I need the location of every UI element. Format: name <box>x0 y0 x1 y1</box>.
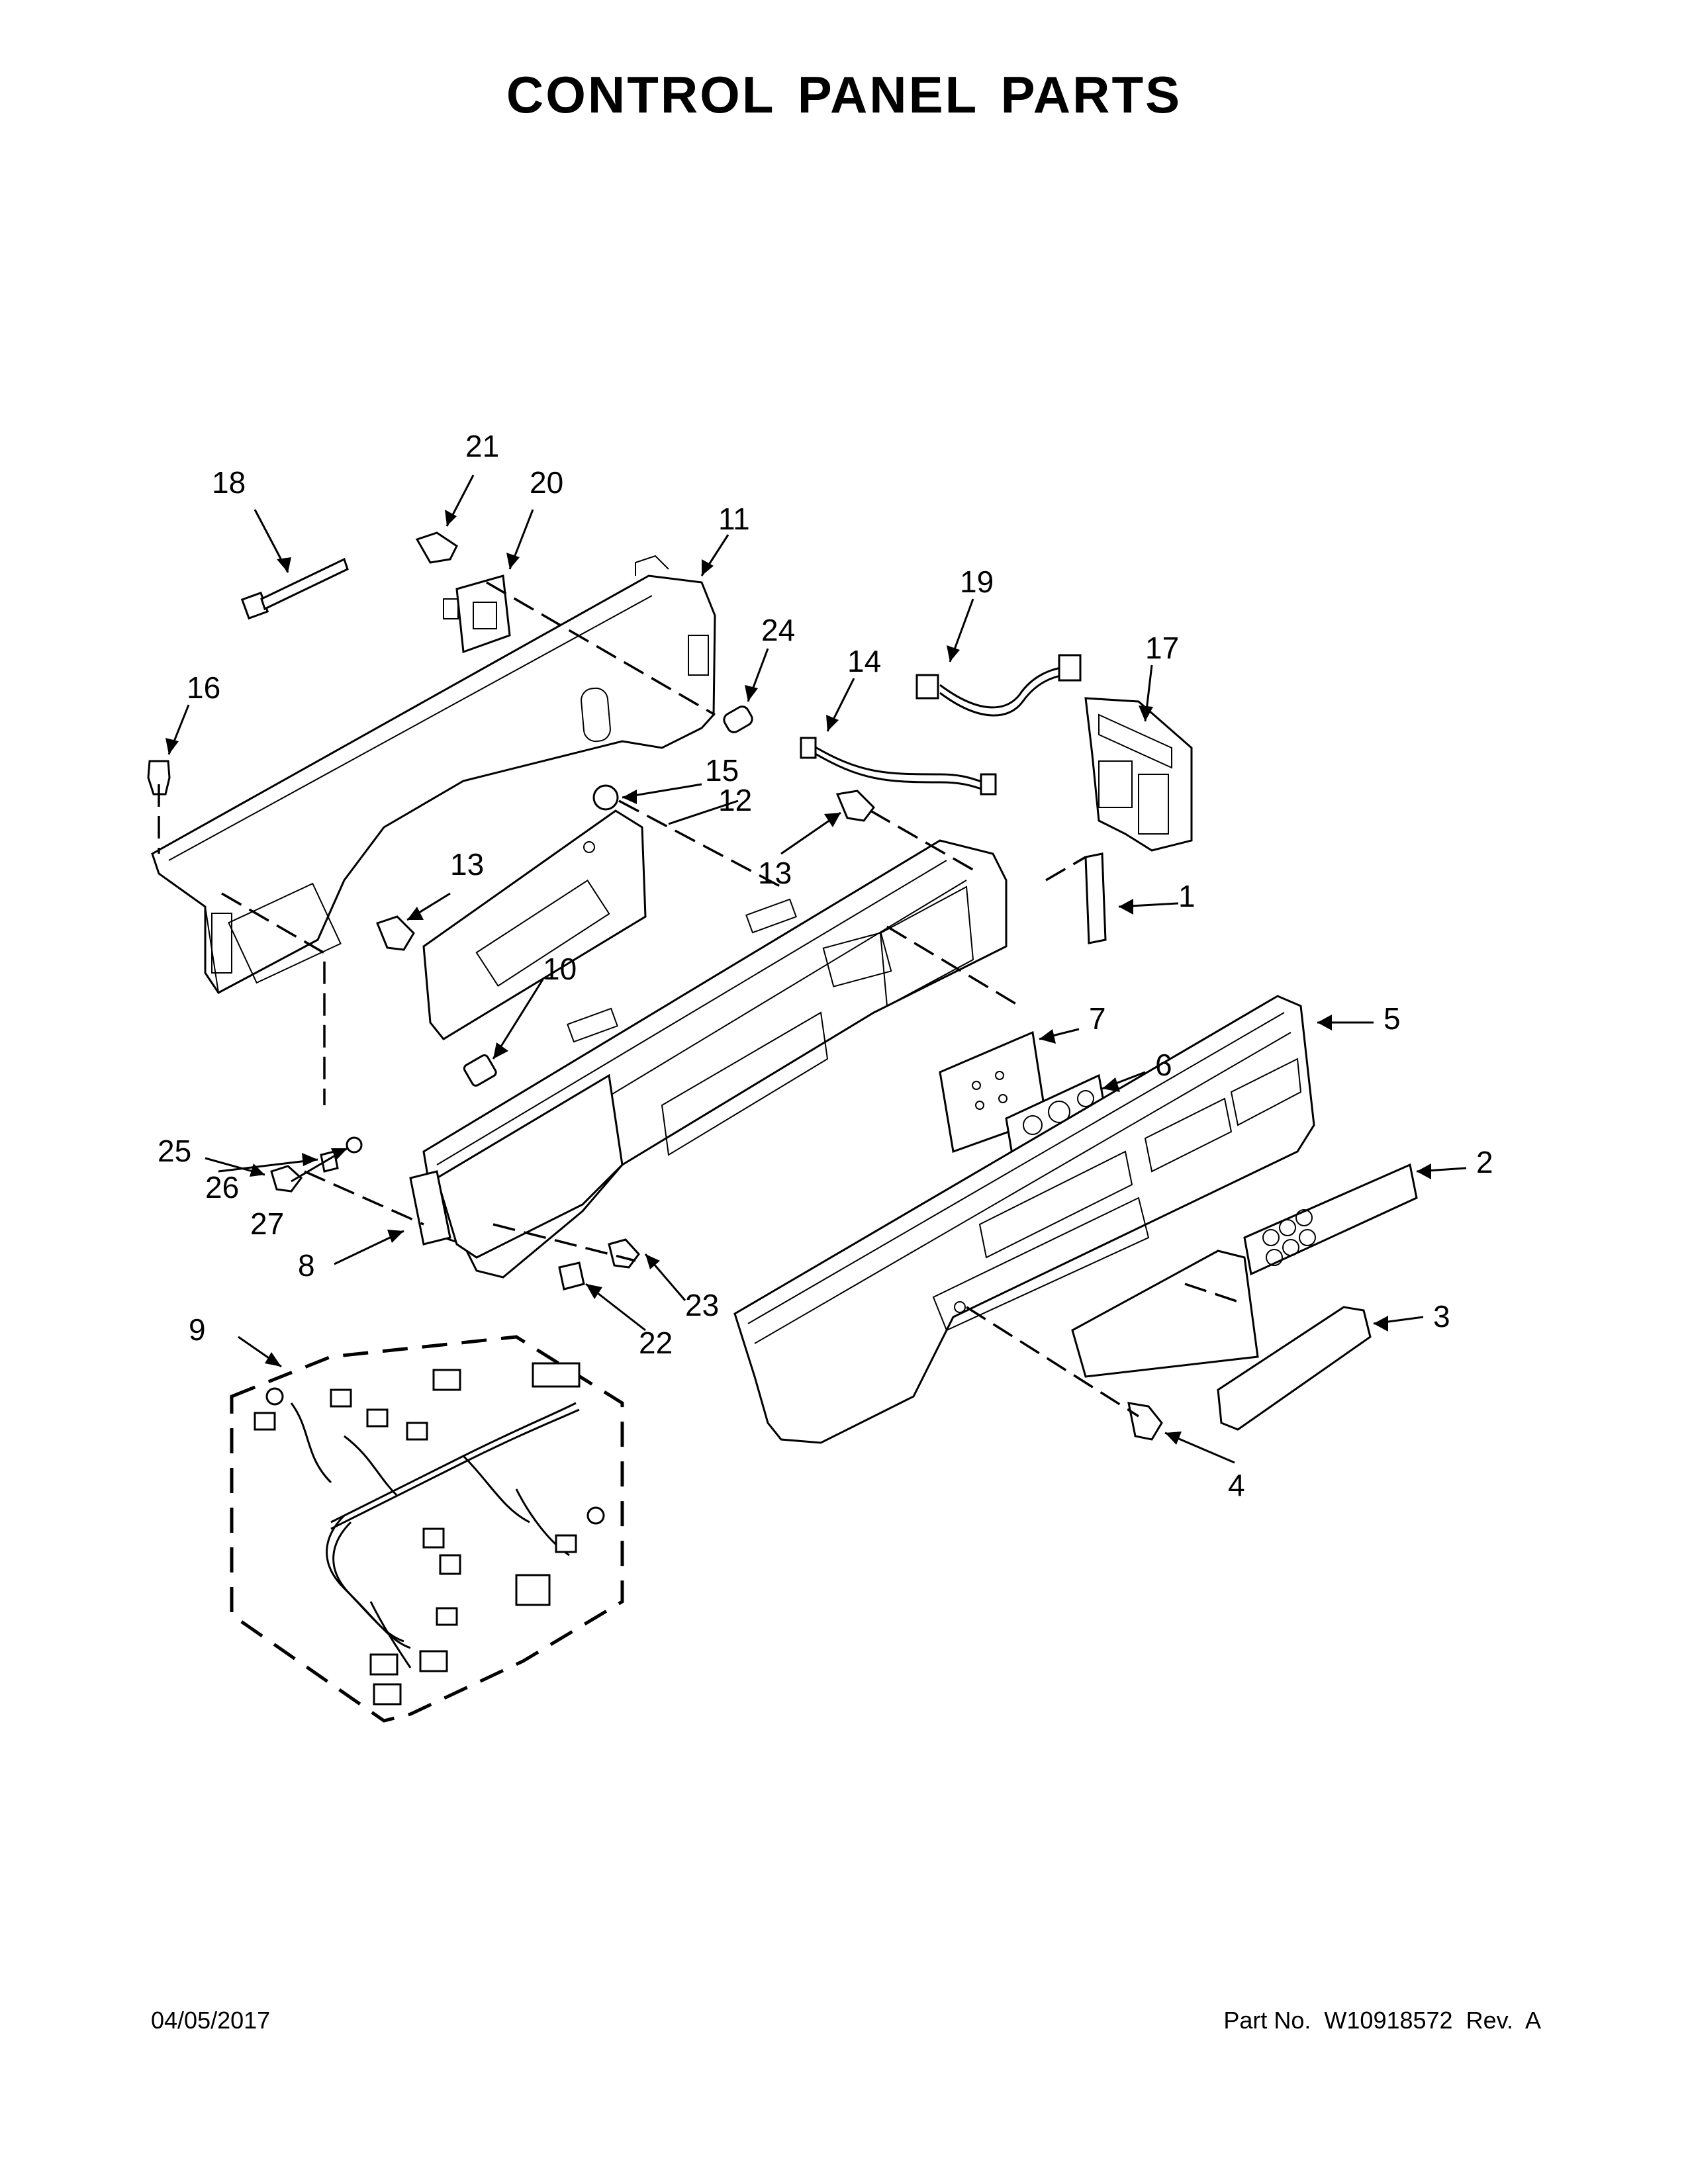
part-17-module <box>1084 697 1193 852</box>
callout-17: 17 <box>1145 631 1179 665</box>
callout-19: 19 <box>960 565 994 599</box>
callout-arrowheads <box>165 510 1431 1445</box>
part-23-screw <box>608 1238 640 1269</box>
callout-3: 3 <box>1433 1299 1450 1334</box>
callout-11: 11 <box>718 502 750 536</box>
callout-26: 26 <box>205 1170 239 1205</box>
part-no-label: Part No. <box>1223 2007 1311 2034</box>
callout-2: 2 <box>1476 1145 1493 1179</box>
callout-27: 27 <box>250 1206 284 1241</box>
rev-value: A <box>1524 2007 1541 2034</box>
callout-21: 21 <box>465 429 499 463</box>
part-22-clip <box>558 1261 585 1291</box>
callout-8: 8 <box>298 1248 315 1283</box>
part-9-wiring-harness <box>230 1335 624 1723</box>
footer-part-number: Part No. W10918572 Rev. A <box>1223 2007 1541 2034</box>
callout-13-left: 13 <box>450 847 484 882</box>
callout-25: 25 <box>158 1134 191 1168</box>
part-18-cable-tie <box>240 557 349 620</box>
callout-labels: 1 2 3 4 5 6 7 8 9 10 11 12 13 13 14 15 1… <box>158 429 1493 1502</box>
part-16-screw <box>147 760 171 796</box>
part-11-rear-bracket <box>151 555 716 994</box>
callout-9: 9 <box>189 1312 206 1347</box>
part-8-console <box>409 839 1008 1279</box>
part-19-harness <box>915 654 1082 717</box>
callout-23: 23 <box>685 1288 719 1322</box>
part-25-screw <box>270 1165 303 1193</box>
page-title: CONTROL PANEL PARTS <box>506 66 1182 124</box>
part-14-harness <box>800 737 997 796</box>
callout-24: 24 <box>761 613 795 647</box>
part-5-front-trim <box>733 995 1315 1444</box>
part-12-board <box>422 809 647 1040</box>
part-13-screw-right <box>835 790 875 822</box>
part-no-value: W10918572 <box>1324 2007 1453 2034</box>
part-20-connector <box>443 574 511 654</box>
callout-16: 16 <box>187 670 220 705</box>
callout-5: 5 <box>1383 1001 1401 1036</box>
callout-18: 18 <box>212 465 246 500</box>
callout-1: 1 <box>1178 879 1196 913</box>
assembly-dash-lines <box>158 581 1245 1418</box>
callout-13-right: 13 <box>758 856 792 890</box>
part-15-nut <box>592 784 619 811</box>
rev-label: Rev. <box>1466 2007 1513 2034</box>
callout-20: 20 <box>530 465 563 500</box>
callout-14: 14 <box>847 644 881 678</box>
callout-12: 12 <box>718 783 752 817</box>
callout-22: 22 <box>639 1326 673 1360</box>
callout-10: 10 <box>543 952 577 986</box>
part-24-spacer <box>723 705 753 733</box>
callout-6: 6 <box>1155 1048 1172 1082</box>
part-13-screw-left <box>376 915 415 951</box>
callout-4: 4 <box>1228 1468 1245 1502</box>
part-27-washer <box>346 1136 363 1154</box>
part-2-overlay <box>1243 1163 1418 1276</box>
callout-15: 15 <box>705 753 739 788</box>
part-3-display <box>1071 1250 1372 1431</box>
part-1-bracket <box>1084 852 1107 944</box>
part-21-screw <box>415 531 458 564</box>
callout-7: 7 <box>1089 1001 1106 1036</box>
part-10-spring <box>463 1054 497 1087</box>
part-4-screw <box>1127 1402 1163 1441</box>
footer-date: 04/05/2017 <box>151 2007 271 2034</box>
